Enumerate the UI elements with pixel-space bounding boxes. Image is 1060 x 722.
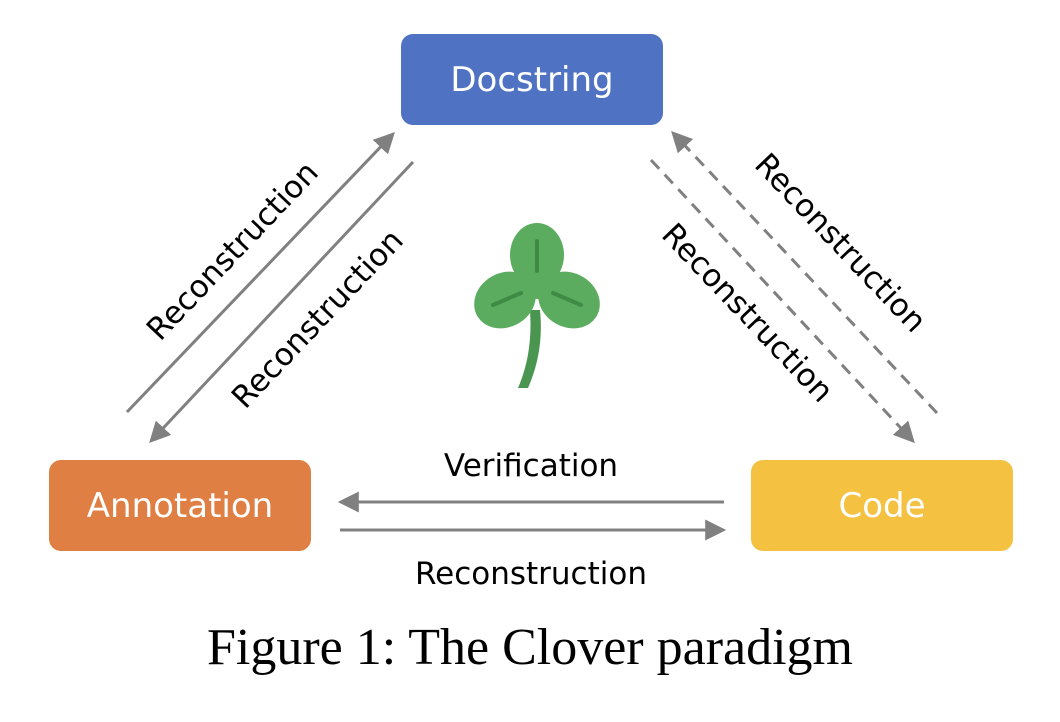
code-node-label: Code [838, 485, 926, 526]
arrow-docstring-to-code [649, 158, 915, 444]
arrow-annotation-to-docstring [125, 131, 395, 414]
arrow-code-to-docstring [671, 130, 939, 415]
annotation-node-label: Annotation [86, 485, 274, 526]
arrow-docstring-to-annotation [149, 160, 415, 444]
figure-caption: Figure 1: The Clover paradigm [206, 619, 853, 676]
docstring-node-label: Docstring [450, 59, 614, 100]
label-docstring-to-code: Reconstruction [654, 217, 840, 410]
annotation-node: Annotation [49, 460, 311, 551]
docstring-node: Docstring [401, 34, 663, 125]
shamrock-icon [474, 223, 600, 388]
code-node: Code [751, 460, 1013, 551]
label-annotation-to-code: Reconstruction [415, 556, 647, 592]
label-code-to-annotation: Verification [444, 448, 618, 484]
